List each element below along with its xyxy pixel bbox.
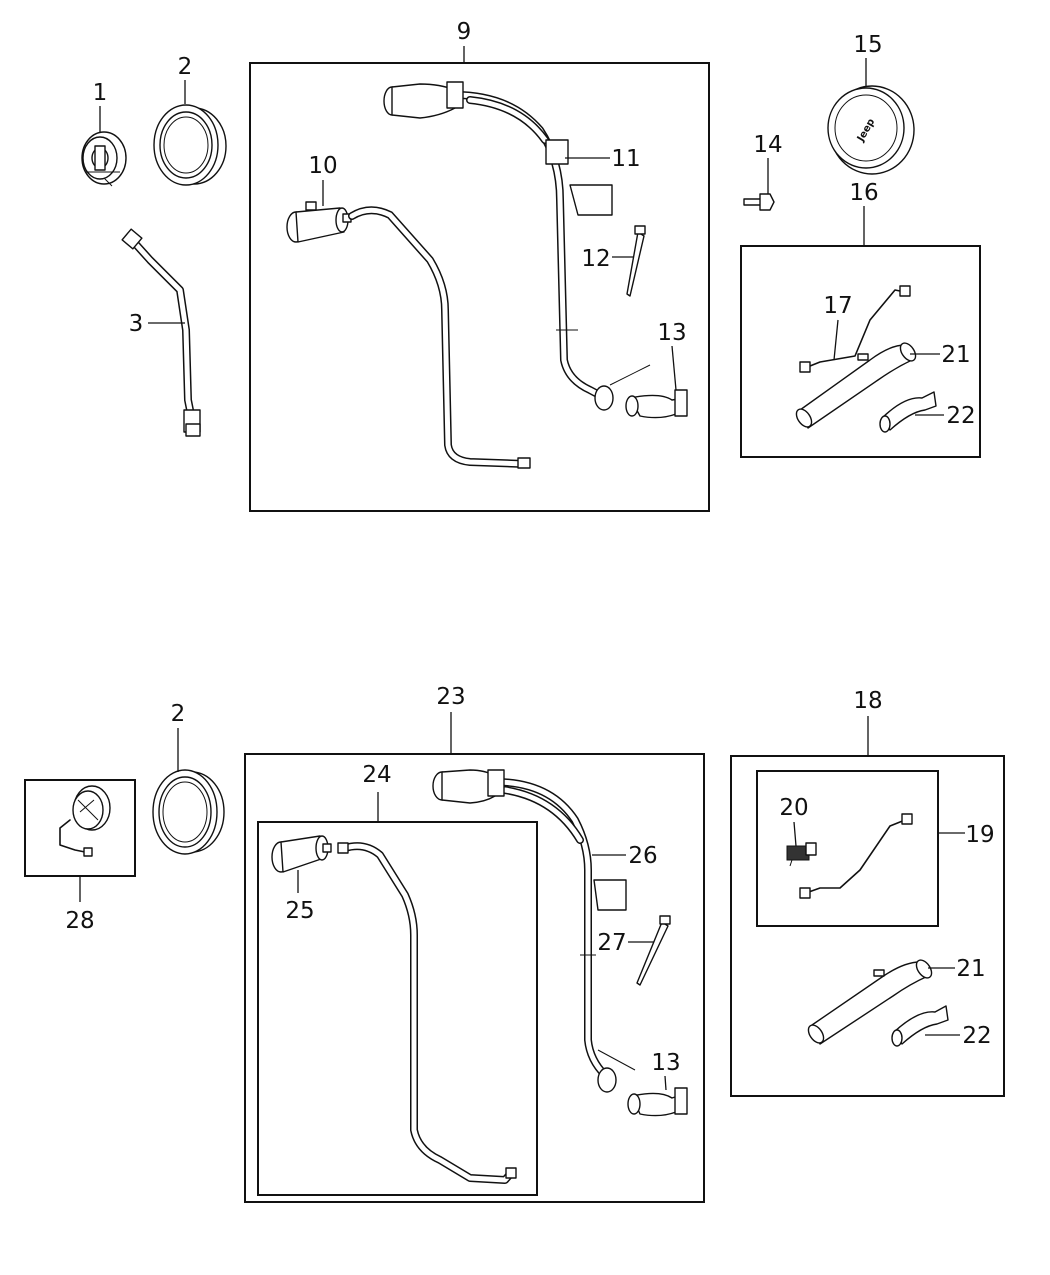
part-17-sensor-harness: [799, 285, 911, 373]
part-15-fuel-door: Jeep: [827, 85, 915, 175]
callout-26: 26: [628, 843, 657, 869]
leader-lines: [79, 46, 965, 1091]
group-box-16: [740, 245, 981, 458]
callout-17: 17: [823, 293, 852, 319]
part-2-filler-housing-bottom: [152, 769, 225, 855]
callout-2-bottom: 2: [171, 701, 186, 727]
callout-2-top: 2: [178, 54, 193, 80]
callout-11: 11: [611, 146, 640, 172]
callout-16: 16: [849, 180, 878, 206]
callout-18: 18: [853, 688, 882, 714]
part-21-filler-neck-b: [807, 959, 933, 1045]
part-24-vent-line: [337, 842, 517, 1184]
callout-14: 14: [753, 132, 782, 158]
callout-19: 19: [965, 822, 994, 848]
callout-21-top: 21: [941, 342, 970, 368]
part-22-connector-hose-a: [879, 391, 937, 433]
part-26-filler-tube: [432, 769, 636, 1093]
part-1-fuel-cap: [81, 131, 127, 187]
part-12-tie-strap: [626, 225, 646, 297]
part-2-filler-housing-top: [153, 104, 227, 186]
callout-9: 9: [457, 19, 472, 45]
callout-22-bottom: 22: [962, 1023, 991, 1049]
group-box-23: [244, 753, 705, 1203]
callout-22-top: 22: [946, 403, 975, 429]
callout-13-top: 13: [657, 320, 686, 346]
callout-3: 3: [129, 311, 144, 337]
callout-20: 20: [779, 795, 808, 821]
callout-13-bottom: 13: [651, 1050, 680, 1076]
group-box-24: [257, 821, 538, 1196]
callout-27: 27: [597, 930, 626, 956]
part-19-sensor-harness: [799, 813, 913, 899]
part-9-vent-line: [348, 206, 531, 469]
part-3-vent-hose: [121, 228, 201, 437]
part-25-vapor-canister: [271, 835, 332, 873]
group-box-9: [249, 62, 710, 512]
part-11-filler-tube: [383, 81, 651, 411]
part-28-fuel-cap-with-tether: [59, 785, 111, 857]
part-14-bolt: [743, 193, 775, 211]
callout-10: 10: [308, 153, 337, 179]
part-10-vapor-canister: [286, 201, 352, 243]
callout-12: 12: [581, 246, 610, 272]
callout-23: 23: [436, 684, 465, 710]
callout-25: 25: [285, 898, 314, 924]
callout-labels: 1 2 3 9 10 11 12 13 14 15 16 17 21 22 18…: [65, 19, 994, 1076]
group-box-19: [756, 770, 939, 927]
part-20-sensor: [786, 842, 817, 867]
callout-28: 28: [65, 908, 94, 934]
callout-15: 15: [853, 32, 882, 58]
callout-1: 1: [93, 80, 108, 106]
part-21-filler-neck-a: [795, 342, 917, 429]
callout-24: 24: [362, 762, 391, 788]
part-13-elbow-hose-top: [625, 389, 688, 419]
part-13-elbow-hose-bottom: [627, 1087, 688, 1117]
part-22-connector-hose-b: [891, 1005, 949, 1047]
part-27-tie-strap: [636, 915, 671, 986]
callout-21-bottom: 21: [956, 956, 985, 982]
